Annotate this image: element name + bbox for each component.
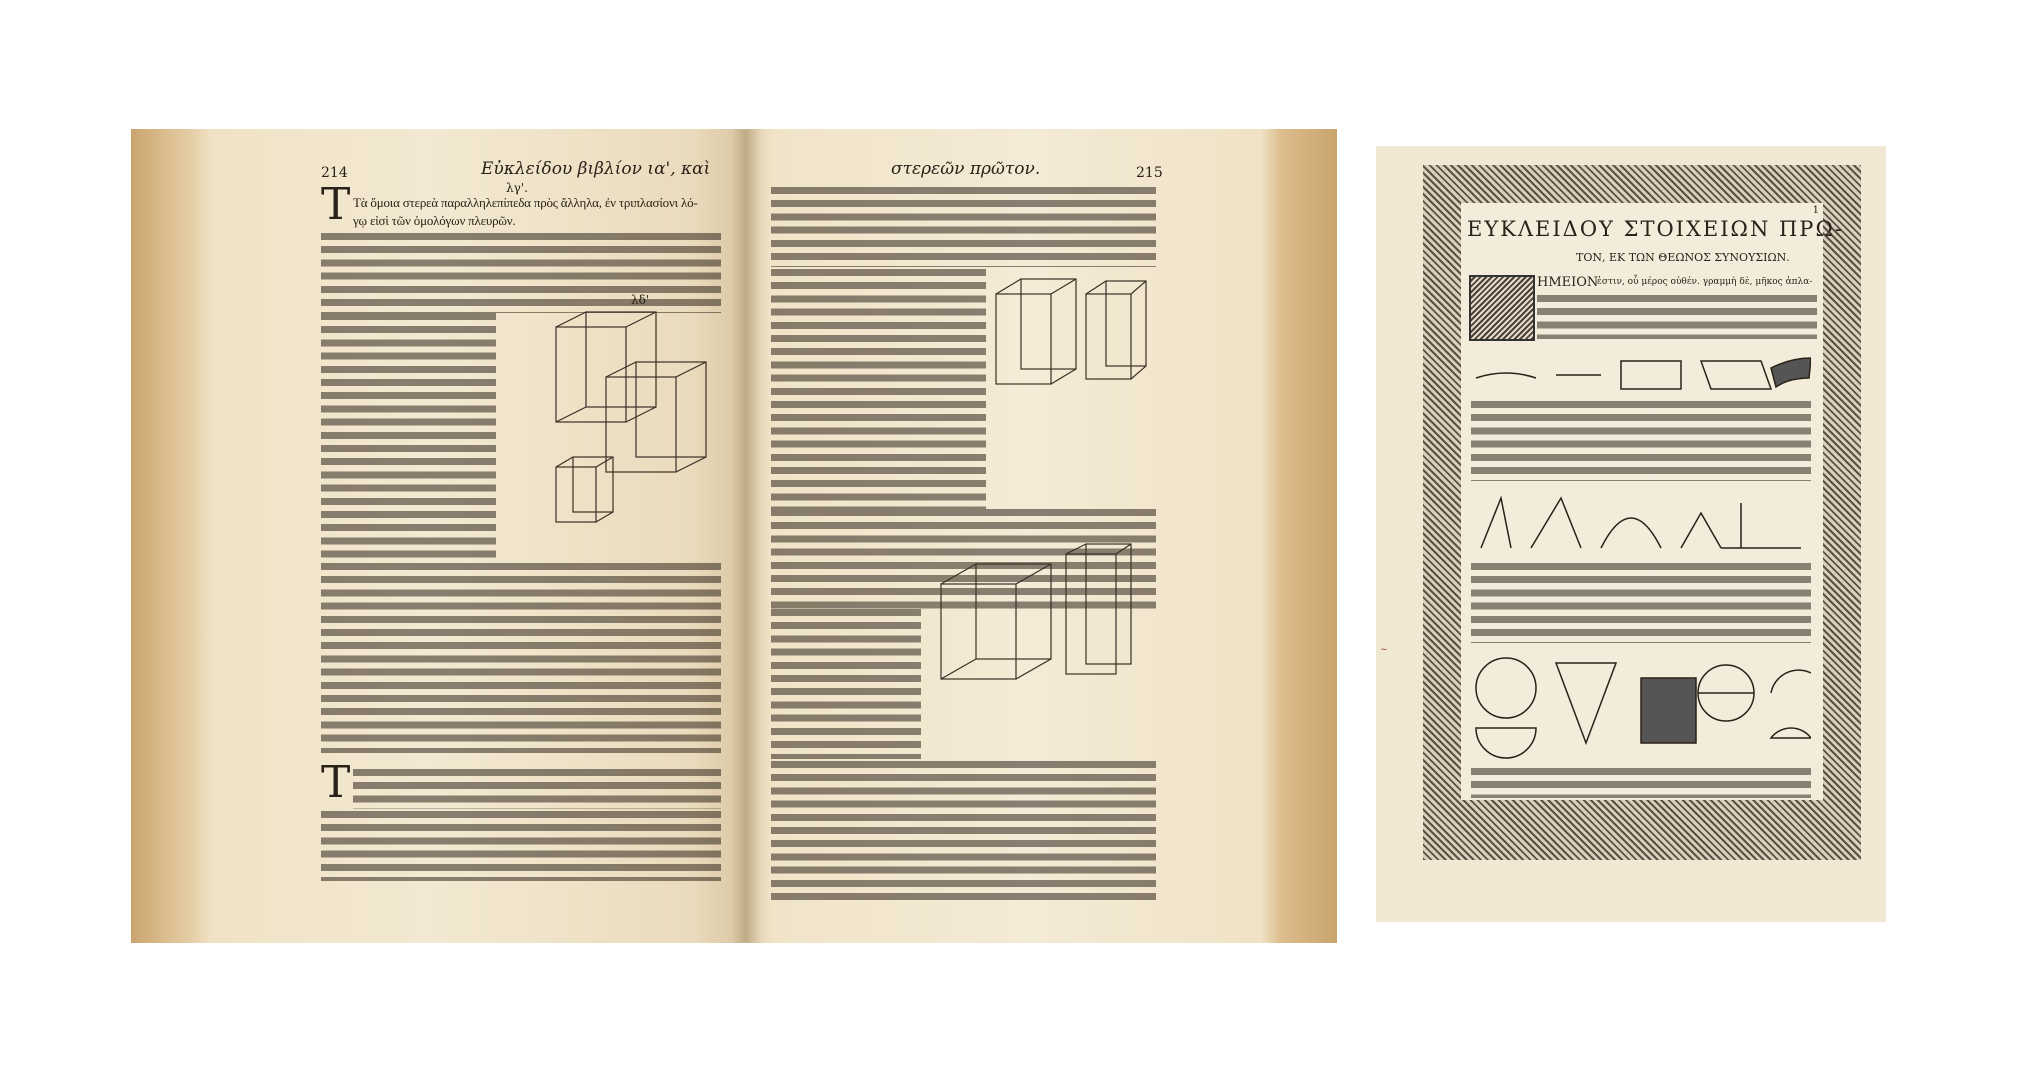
text-block: [771, 187, 1156, 267]
loose-leaf-page: 1 ΕΥΚΛΕΙΔΟΥ ΣΤΟΙΧΕΙΩΝ ΠΡΩ- ΤΟΝ, ΕΚ ΤΩΝ Θ…: [1376, 146, 1886, 922]
open-book: 214 Εὐκλείδου βιβλίον ια', καὶ λγ'. Τ Τὰ…: [131, 129, 1337, 943]
ornamental-border: 1 ΕΥΚΛΕΙΔΟΥ ΣΤΟΙΧΕΙΩΝ ΠΡΩ- ΤΟΝ, ΕΚ ΤΩΝ Θ…: [1423, 165, 1861, 860]
text-block: [771, 609, 921, 759]
text-block: [1471, 768, 1811, 798]
text-block: [771, 509, 1156, 609]
text-block: [353, 769, 721, 809]
page-subtitle: ΤΟΝ, ΕΚ ΤΩΝ ΘΕΩΝΟΣ ΣΥΝΟΥΣΙΩΝ.: [1576, 251, 1790, 264]
first-line: ἐστιν, οὗ μέρος οὐθέν. γραμμὴ δὲ, μῆκος …: [1597, 277, 1813, 287]
folio-number: 1: [1812, 205, 1819, 216]
first-word: ΗΜΕΙΟΝ: [1537, 275, 1599, 290]
text-block: [321, 233, 721, 313]
proposition-number: λγ'.: [506, 181, 528, 195]
angle-figures: [1480, 495, 1801, 549]
page-title: ΕΥΚΛΕΙΔΟΥ ΣΤΟΙΧΕΙΩΝ ΠΡΩ-: [1467, 217, 1844, 241]
cube-diagram: [995, 278, 1147, 385]
text-block: [771, 761, 1156, 901]
text-block: [321, 811, 721, 881]
page-content: 1 ΕΥΚΛΕΙΔΟΥ ΣΤΟΙΧΕΙΩΝ ΠΡΩ- ΤΟΝ, ΕΚ ΤΩΝ Θ…: [1461, 203, 1842, 800]
text-block: [1471, 401, 1811, 481]
drop-initial: Τ: [321, 757, 351, 808]
text-block: [1537, 295, 1817, 339]
shape-figures: [1475, 657, 1811, 759]
cube-diagram: [555, 311, 707, 523]
page-number-left: 214: [321, 165, 348, 181]
running-head-left: Εὐκλείδου βιβλίον ια', καὶ: [481, 159, 711, 179]
figure-label: λδ': [631, 293, 650, 307]
second-line: γῳ εἰσὶ τῶν ὁμολόγων πλευρῶν.: [353, 213, 516, 228]
handwritten-margin-note: ~: [1380, 645, 1388, 655]
drop-initial: Τ: [321, 179, 351, 230]
text-block: [771, 269, 986, 509]
running-head-right: στερεῶν πρῶτον.: [891, 159, 1041, 179]
book-spine: [731, 129, 761, 943]
prism-diagram: [940, 543, 1132, 680]
decorated-initial: [1469, 275, 1535, 341]
page-number-right: 215: [1136, 165, 1163, 181]
text-block: [1471, 563, 1811, 643]
line-figures: [1475, 357, 1811, 390]
text-block: [321, 313, 496, 563]
text-block: [321, 563, 721, 753]
opening-line: Τὰ ὅμοια στερεὰ παραλληλεπίπεδα πρὸς ἄλλ…: [353, 195, 698, 210]
